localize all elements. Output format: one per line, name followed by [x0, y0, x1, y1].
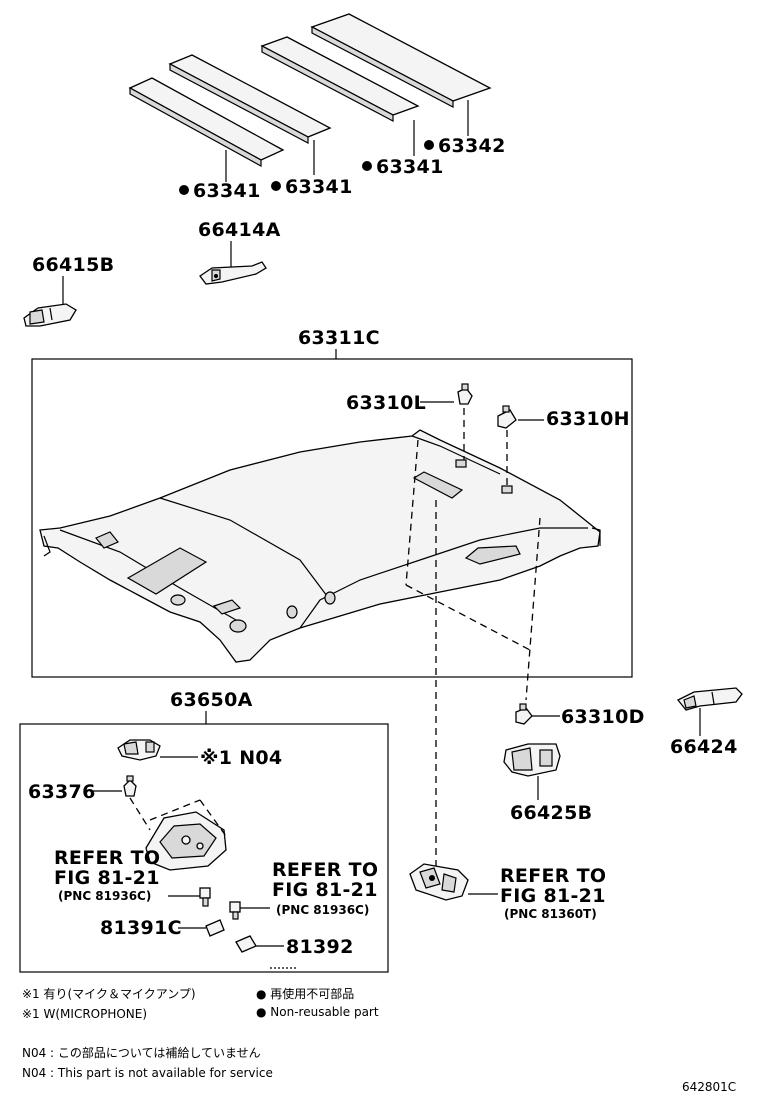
bracket-66425B[interactable]: [503, 743, 561, 777]
refer-right-line1: REFER TO: [500, 865, 606, 887]
non-reusable-bullet: [271, 181, 281, 191]
strip-63342[interactable]: [310, 13, 492, 108]
headliner-63311C[interactable]: [39, 429, 601, 663]
clip-63310D[interactable]: [515, 703, 533, 725]
label-63310H[interactable]: 63310H: [546, 408, 630, 430]
clip-63310L[interactable]: [457, 383, 473, 405]
legend-bullet-en: ● Non-reusable part: [256, 1005, 379, 1019]
console-group-box: [19, 723, 389, 973]
microphone-n04[interactable]: [117, 739, 161, 761]
label-63341-a[interactable]: 63341: [193, 180, 261, 202]
refer-middle-line2: FIG 81-21: [272, 879, 378, 901]
refer-left-line1: REFER TO: [54, 847, 160, 869]
bulb-81936C-middle[interactable]: [229, 901, 241, 920]
bracket-66414A[interactable]: [199, 261, 267, 285]
non-reusable-bullet: [179, 185, 189, 195]
label-63650A[interactable]: 63650A: [170, 689, 253, 711]
clip-63310H[interactable]: [497, 405, 517, 429]
legend-n04-jp: N04 : この部品については補給していません: [22, 1045, 261, 1060]
headliner-group-box: [31, 358, 633, 678]
refer-right-line2: FIG 81-21: [500, 885, 606, 907]
label-66424[interactable]: 66424: [670, 736, 738, 758]
label-63310D[interactable]: 63310D: [561, 706, 645, 728]
clip-63376[interactable]: [123, 775, 137, 797]
figure-id: 642801C: [682, 1080, 736, 1094]
lens-81391C[interactable]: [205, 919, 225, 937]
non-reusable-bullet: [362, 161, 372, 171]
legend-bullet-jp: ● 再使用不可部品: [256, 986, 354, 1001]
label-63341-b[interactable]: 63341: [285, 176, 353, 198]
legend-note1-en: ※1 W(MICROPHONE): [22, 1007, 147, 1021]
label-63376[interactable]: 63376: [28, 781, 96, 803]
grip-66424[interactable]: [676, 687, 743, 711]
label-63342[interactable]: 63342: [438, 135, 506, 157]
strip-63341-right[interactable]: [260, 36, 420, 122]
clip-66415B[interactable]: [23, 303, 77, 327]
label-63341-c[interactable]: 63341: [376, 156, 444, 178]
refer-left-line3: (PNC 81936C): [58, 889, 151, 903]
refer-left-line2: FIG 81-21: [54, 867, 160, 889]
label-66415B[interactable]: 66415B: [32, 254, 114, 276]
label-n04[interactable]: ※1 N04: [200, 747, 282, 769]
refer-right-line3: (PNC 81360T): [504, 907, 597, 921]
strip-63341-left[interactable]: [128, 77, 285, 168]
map-lamp-81360T[interactable]: [409, 863, 469, 901]
label-66414A[interactable]: 66414A: [198, 219, 281, 241]
strip-63341-middle[interactable]: [168, 54, 332, 144]
legend-n04-en: N04 : This part is not available for ser…: [22, 1066, 273, 1080]
label-81392[interactable]: 81392: [286, 936, 354, 958]
non-reusable-bullet: [424, 140, 434, 150]
label-66425B[interactable]: 66425B: [510, 802, 592, 824]
bulb-81936C-left[interactable]: [199, 887, 211, 907]
sunroof-opening: [126, 547, 208, 595]
label-63311C[interactable]: 63311C: [298, 327, 380, 349]
overhead-console[interactable]: [145, 811, 227, 871]
map-lamp-opening: [412, 471, 464, 499]
refer-middle-line1: REFER TO: [272, 859, 378, 881]
refer-middle-line3: (PNC 81936C): [276, 903, 369, 917]
lens-81392[interactable]: [235, 935, 257, 953]
legend-note1-jp: ※1 有り(マイク＆マイクアンプ): [22, 987, 196, 1001]
label-81391C[interactable]: 81391C: [100, 917, 182, 939]
label-63310L[interactable]: 63310L: [346, 392, 426, 414]
